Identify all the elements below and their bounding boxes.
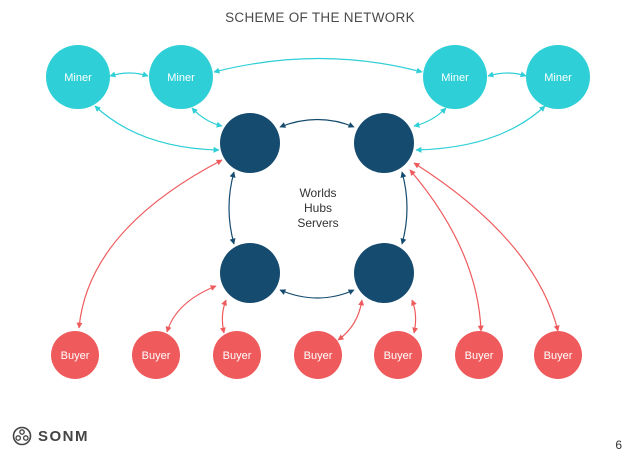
edge-miner1-hub1 [94, 105, 220, 153]
center-label-line: Hubs [304, 201, 332, 215]
edge-miner2-miner3 [213, 57, 423, 74]
hub-node-bottom-left [220, 243, 280, 303]
miner-label: Miner [544, 72, 572, 84]
sonm-logo: SONM [12, 426, 89, 446]
sonm-logo-icon [12, 426, 32, 446]
buyer-label: Buyer [223, 350, 252, 362]
miner-node: Miner [423, 45, 487, 109]
edge-hub3-hub4 [279, 289, 355, 299]
edge-hub4-buyer4 [337, 299, 365, 341]
miner-node: Miner [526, 45, 590, 109]
diagram-title: SCHEME OF THE NETWORK [225, 10, 415, 25]
buyer-label: Buyer [384, 350, 413, 362]
edge-hub2-buyer6 [409, 169, 484, 332]
hub-node-bottom-right [354, 243, 414, 303]
hub-edges [228, 118, 408, 299]
edge-miner2-hub1 [191, 107, 223, 128]
hub-node-top-left [220, 113, 280, 173]
miner-edges [94, 57, 546, 153]
edge-miner3-hub2 [413, 107, 447, 128]
buyer-node: Buyer [534, 331, 582, 379]
edge-miner3-miner4 [487, 71, 527, 78]
edge-hub1-buyer1 [76, 159, 223, 329]
buyer-node: Buyer [294, 331, 342, 379]
edge-hub4-buyer5 [411, 299, 419, 334]
center-label-line: Servers [297, 216, 338, 230]
miner-label: Miner [64, 72, 92, 84]
buyer-node: Buyer [455, 331, 503, 379]
buyer-node: Buyer [51, 331, 99, 379]
buyer-label: Buyer [465, 350, 494, 362]
miner-label: Miner [441, 72, 469, 84]
edge-miner1-miner2 [109, 71, 149, 78]
edge-hub3-buyer3 [219, 299, 227, 334]
edge-hub1-hub3 [228, 171, 236, 245]
edge-hub3-buyer2 [165, 285, 217, 333]
buyer-node: Buyer [132, 331, 180, 379]
miner-label: Miner [167, 72, 195, 84]
edge-hub1-hub2 [279, 118, 355, 128]
buyer-edges [76, 159, 560, 341]
buyer-label: Buyer [142, 350, 171, 362]
center-label: Worlds Hubs Servers [297, 186, 338, 230]
miner-node: Miner [149, 45, 213, 109]
logo-text: SONM [38, 427, 89, 445]
buyer-label: Buyer [61, 350, 90, 362]
buyer-label: Buyer [544, 350, 573, 362]
buyer-node: Buyer [213, 331, 261, 379]
hub-node-top-right [354, 113, 414, 173]
edge-hub2-hub4 [400, 171, 408, 245]
miner-node: Miner [46, 45, 110, 109]
buyer-node: Buyer [374, 331, 422, 379]
edge-hub2-buyer7 [413, 162, 560, 332]
page-number: 6 [615, 438, 622, 452]
center-label-line: Worlds [299, 186, 336, 200]
buyer-label: Buyer [304, 350, 333, 362]
edge-miner4-hub2 [415, 105, 546, 153]
